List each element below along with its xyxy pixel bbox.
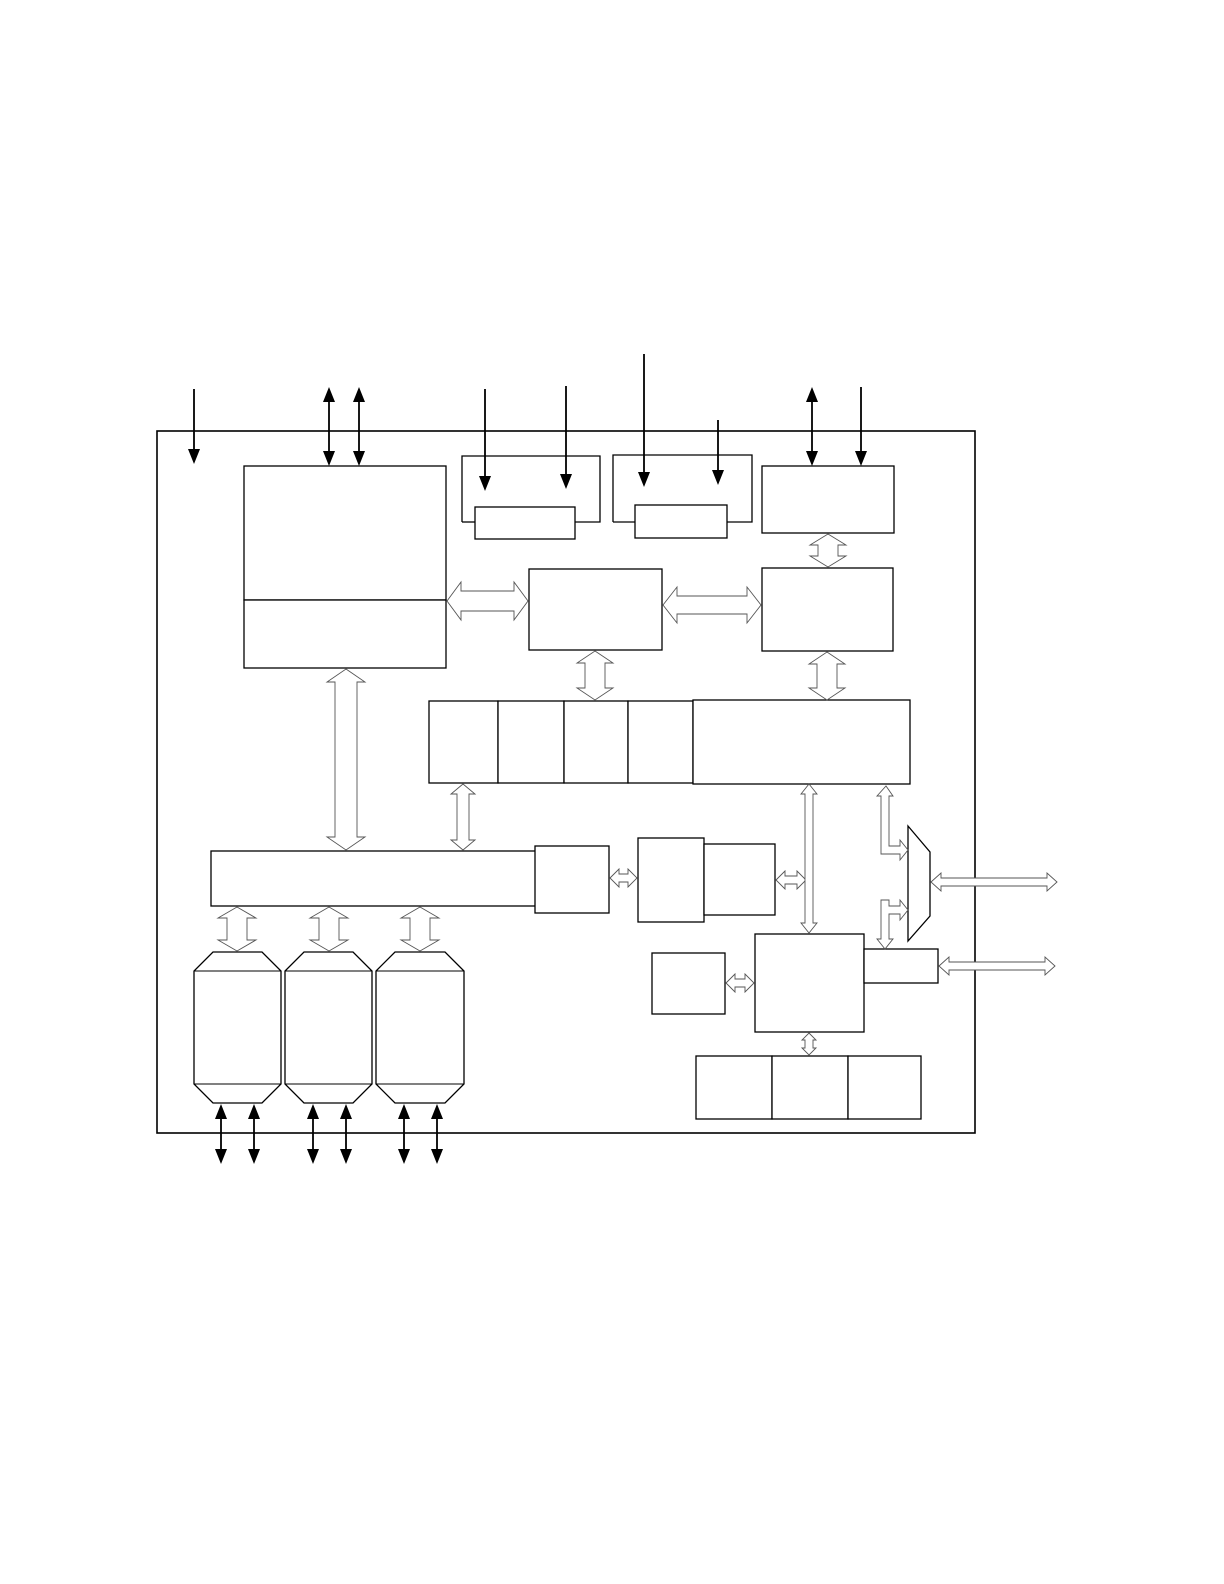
mid-block-b	[703, 843, 776, 916]
bus-small-to-controller	[725, 972, 755, 994]
bus-bank-to-controller	[800, 783, 818, 934]
bus-mux-out	[930, 871, 1058, 893]
bank-cell-3	[563, 700, 629, 784]
bottom-cell-3	[847, 1055, 922, 1120]
signal-arrows	[188, 354, 867, 1164]
bottom-cell-2	[771, 1055, 849, 1120]
input-bracket-right	[612, 454, 753, 523]
bus-mux-to-port	[876, 898, 909, 950]
bus-end-block	[534, 845, 610, 914]
input-arrow-6	[855, 387, 867, 466]
bottom-cell-1	[695, 1055, 773, 1120]
bidir-arrow-bottom-6	[431, 1104, 443, 1164]
right-block	[761, 567, 894, 652]
bus-bank-to-bus	[449, 783, 477, 851]
port-block	[863, 948, 939, 984]
bus-center-to-bank	[575, 650, 615, 701]
sub-block-right	[634, 504, 728, 539]
bus-port-out	[938, 955, 1056, 977]
bidir-arrow-bottom-3	[307, 1104, 319, 1164]
bidir-arrow-top-3	[806, 387, 818, 466]
bus-controller-to-bottom	[800, 1032, 818, 1056]
input-arrow-2	[479, 389, 491, 491]
core-block-upper	[243, 465, 447, 601]
bank-wide-block	[692, 699, 911, 785]
bank-cell-1	[428, 700, 499, 784]
input-arrow-3	[560, 386, 572, 489]
input-arrow-5	[712, 420, 724, 485]
bank-cell-4	[627, 700, 694, 784]
channel-block-2	[284, 951, 373, 1104]
multiplexer	[907, 824, 931, 943]
bidir-arrow-bottom-5	[398, 1104, 410, 1164]
input-arrow-4	[638, 354, 650, 487]
bus-bank-to-mux-top	[875, 785, 909, 862]
bidir-arrow-top-1	[323, 387, 335, 466]
bus-right-to-bank	[807, 651, 847, 701]
bus-busend-to-mid	[609, 867, 638, 889]
bidir-arrow-top-2	[353, 387, 365, 466]
io-block-top-right	[761, 465, 895, 534]
bus-block	[210, 850, 538, 907]
bus-arrows	[216, 533, 1058, 1056]
bidir-arrow-bottom-2	[248, 1104, 260, 1164]
small-block	[651, 952, 726, 1015]
bus-mid-to-right	[775, 869, 807, 891]
center-block	[528, 568, 663, 651]
mid-block-a	[637, 837, 705, 923]
input-arrow-1	[188, 389, 200, 464]
channel-block-1	[193, 951, 282, 1104]
controller-block	[754, 933, 865, 1033]
bus-io-to-right	[808, 533, 848, 568]
bidir-arrow-bottom-4	[340, 1104, 352, 1164]
bus-center-to-right	[662, 585, 762, 625]
bank-cell-2	[497, 700, 565, 784]
bus-channel-1	[216, 906, 258, 952]
input-bracket-left	[461, 455, 601, 523]
core-block-lower	[243, 599, 447, 669]
bus-channel-2	[308, 906, 350, 952]
sub-block-left	[474, 506, 576, 540]
bus-core-to-center	[446, 580, 529, 622]
bus-core-to-bus	[325, 668, 367, 851]
bidir-arrow-bottom-1	[215, 1104, 227, 1164]
bus-channel-3	[399, 906, 441, 952]
channel-block-3	[375, 951, 465, 1104]
